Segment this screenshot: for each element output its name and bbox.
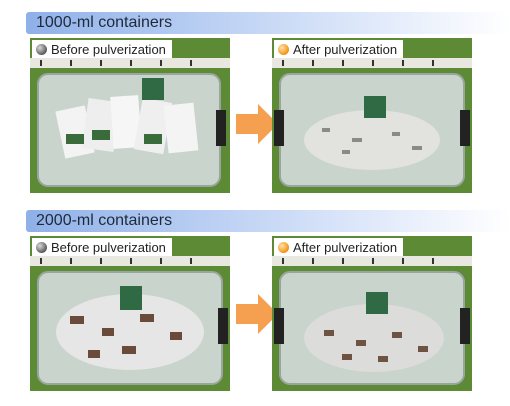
before-label: Before pulverization	[32, 40, 172, 58]
section-title: 2000-ml containers	[36, 212, 173, 229]
gray-bullet-icon	[36, 43, 47, 55]
after-label-text: After pulverization	[293, 41, 398, 57]
before-label: Before pulverization	[32, 238, 172, 256]
gray-bullet-icon	[36, 241, 47, 253]
before-label-text: Before pulverization	[51, 41, 166, 57]
photo-2000ml-after: After pulverization	[272, 236, 472, 391]
section-header-1000ml: 1000-ml containers	[26, 12, 510, 34]
photo-1000ml-after: After pulverization	[272, 38, 472, 193]
photo-2000ml-before: Before pulverization	[30, 236, 230, 391]
after-label: After pulverization	[274, 40, 404, 58]
section-header-2000ml: 2000-ml containers	[26, 210, 510, 232]
photo-1000ml-before: Before pulverization	[30, 38, 230, 193]
orange-bullet-icon	[278, 43, 289, 55]
arrow-right-icon	[236, 104, 278, 144]
section-title: 1000-ml containers	[36, 14, 173, 31]
before-label-text: Before pulverization	[51, 239, 166, 255]
after-label: After pulverization	[274, 238, 404, 256]
orange-bullet-icon	[278, 241, 289, 253]
after-label-text: After pulverization	[293, 239, 398, 255]
arrow-right-icon	[236, 294, 278, 334]
